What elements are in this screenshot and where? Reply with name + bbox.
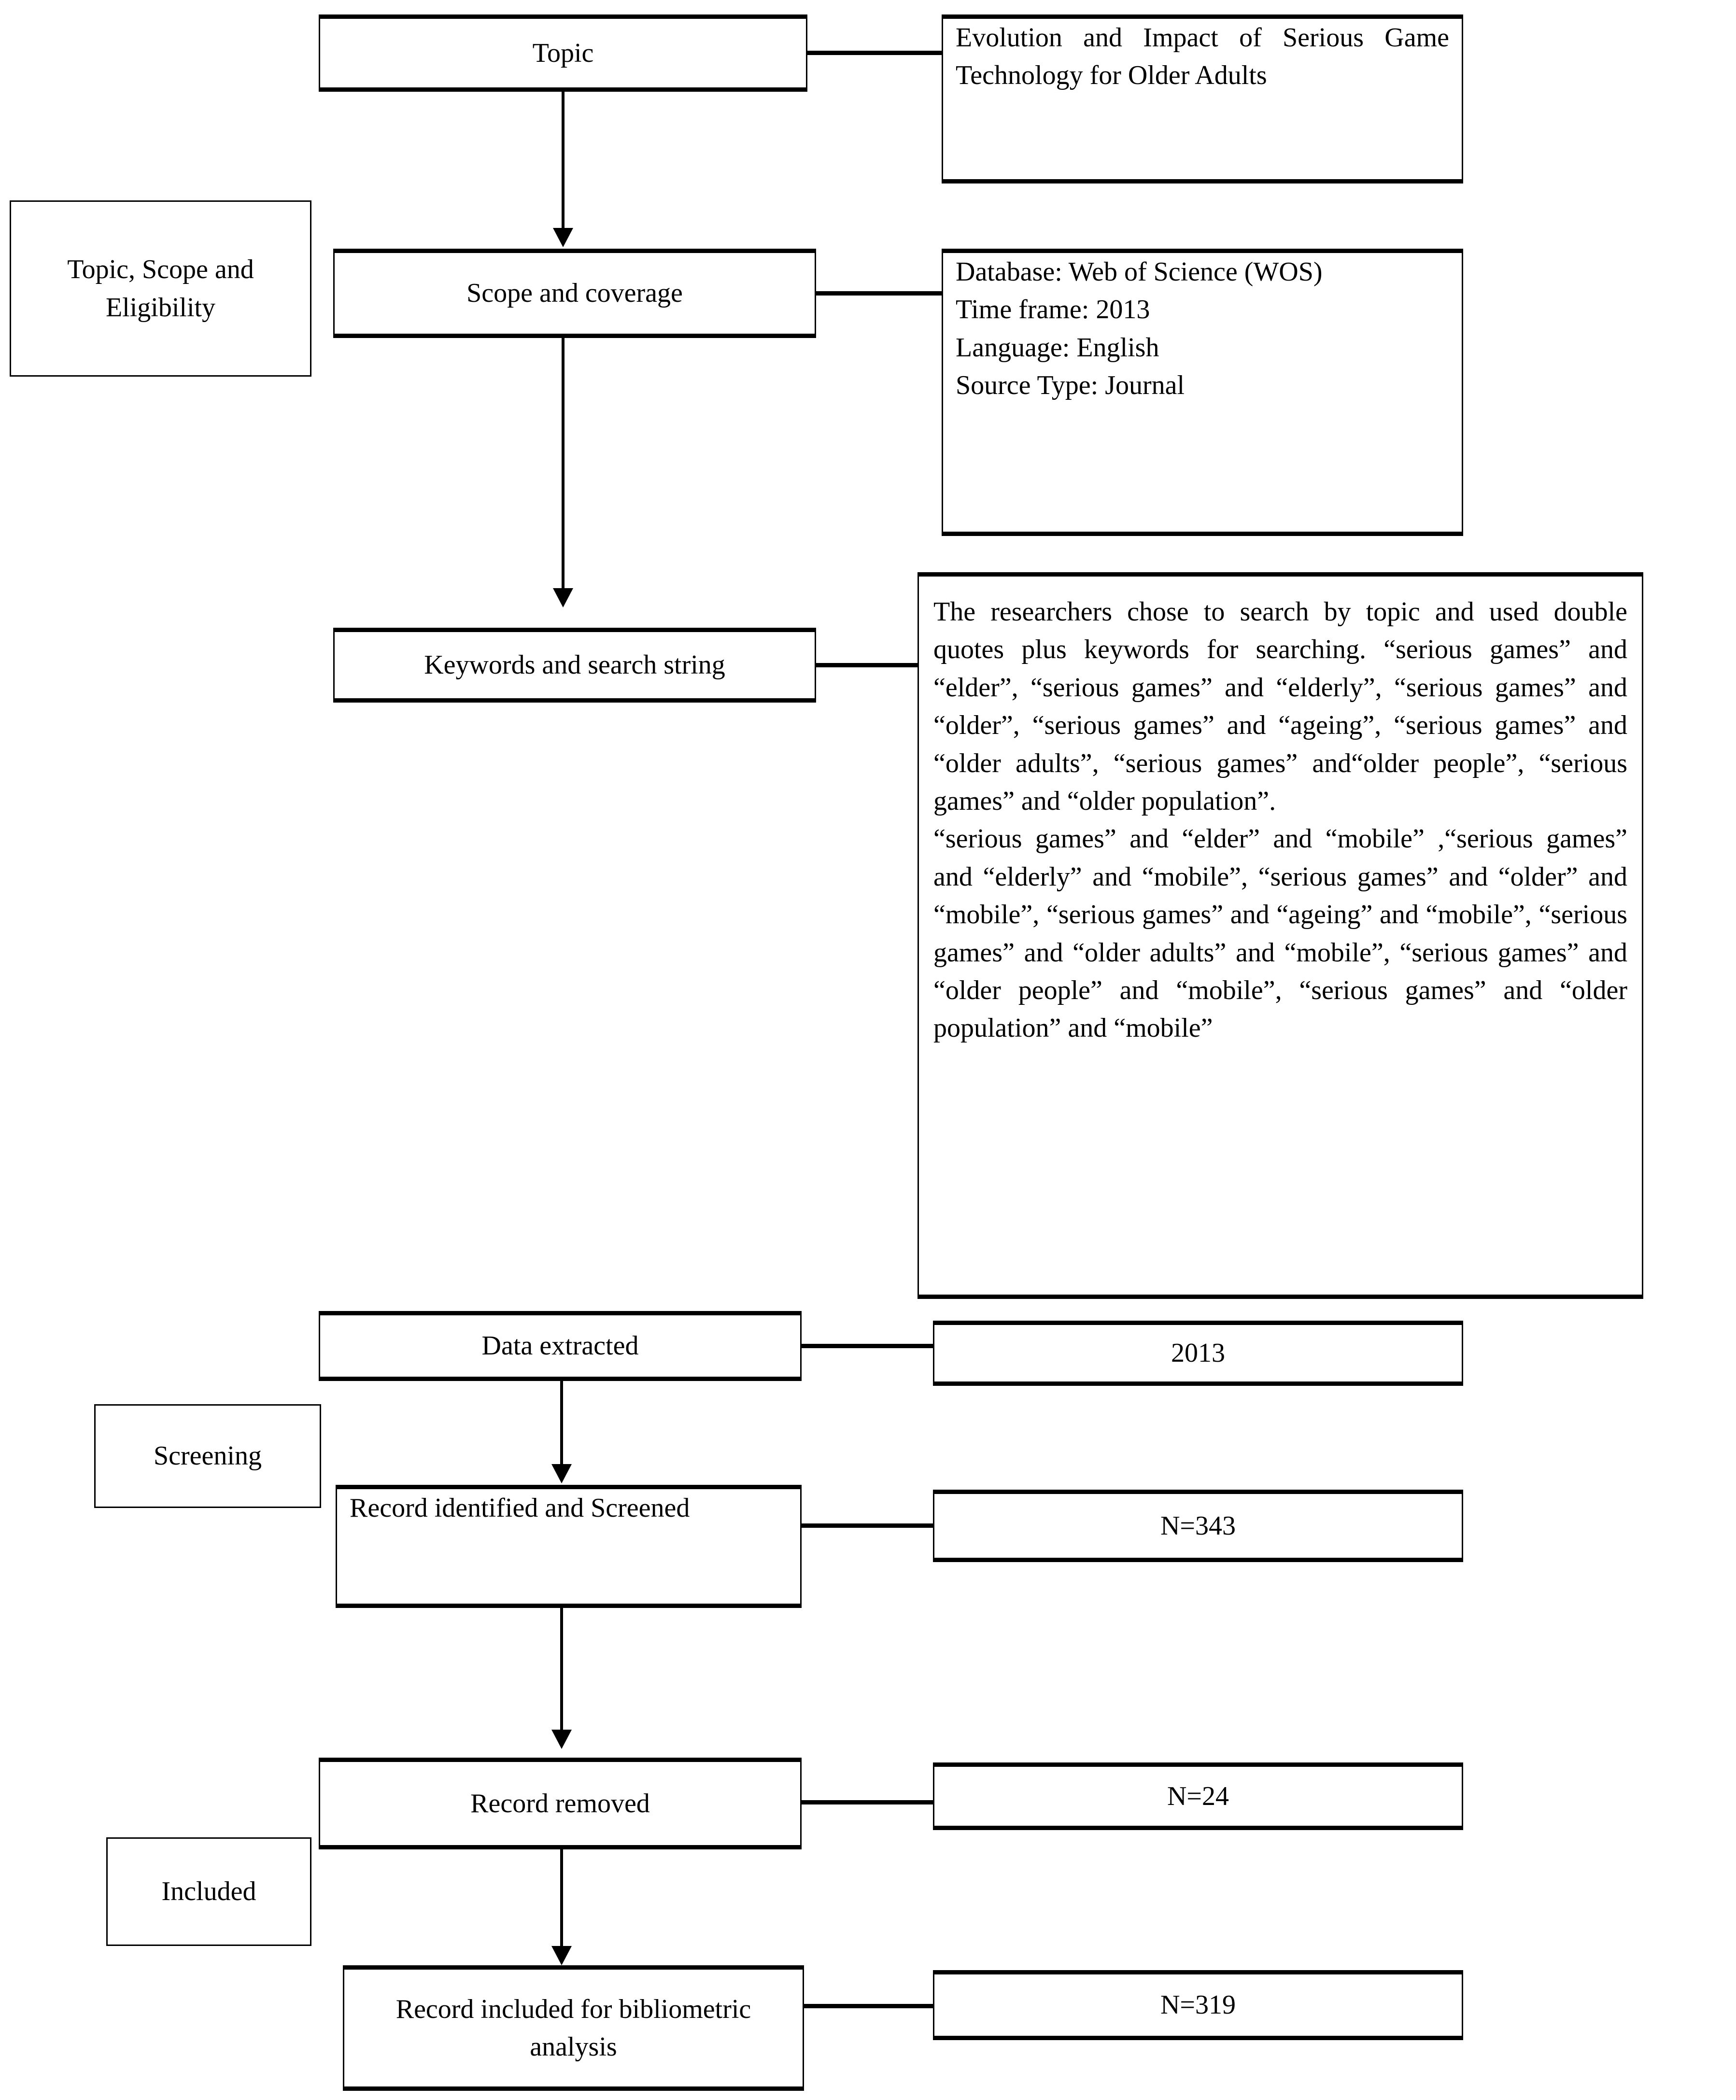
connector-topic-to-detail <box>807 51 942 55</box>
value-box-records-removed: N=24 <box>933 1762 1463 1830</box>
stage-label-topic-scope-eligibility: Topic, Scope and Eligibility <box>10 200 311 377</box>
connector-data-extracted-to-value <box>802 1344 933 1348</box>
arrow-screened-to-removed <box>551 1730 572 1749</box>
step-box-record-removed-label: Record removed <box>470 1788 650 1818</box>
step-box-scope-coverage[interactable]: Scope and coverage <box>333 249 816 338</box>
step-box-record-included-label: Record included for bibliometric analysi… <box>395 1994 751 2062</box>
connector-topic-to-scope <box>562 92 565 229</box>
stage-label-screening: Screening <box>94 1404 321 1508</box>
connector-removed-to-value <box>802 1800 933 1804</box>
detail-box-scope-lines: Database: Web of Science (WOS) Time fram… <box>943 253 1462 405</box>
detail-box-topic: Evolution and Impact of Serious Game Tec… <box>942 14 1463 183</box>
connector-data-to-screened <box>560 1381 563 1466</box>
detail-box-keywords: The researchers chose to search by topic… <box>917 572 1643 1299</box>
arrow-removed-to-included <box>551 1946 572 1965</box>
connector-keywords-to-detail <box>816 663 920 667</box>
stage-label-included: Included <box>106 1837 311 1946</box>
value-box-records-removed-text: N=24 <box>1167 1781 1229 1811</box>
stage-label-topic-scope-eligibility-text: Topic, Scope and Eligibility <box>67 254 254 323</box>
connector-included-to-value <box>804 2004 933 2008</box>
arrow-topic-to-scope <box>553 228 573 247</box>
step-box-record-screened[interactable]: Record identified and Screened <box>336 1485 802 1608</box>
step-box-data-extracted[interactable]: Data extracted <box>319 1311 802 1381</box>
value-box-data-extracted-text: 2013 <box>1171 1338 1225 1368</box>
detail-scope-timeframe: Time frame: 2013 <box>956 295 1150 325</box>
step-box-record-included[interactable]: Record included for bibliometric analysi… <box>343 1965 804 2091</box>
connector-screened-to-removed <box>560 1608 563 1731</box>
connector-screened-to-value <box>802 1523 933 1528</box>
value-box-records-screened-text: N=343 <box>1160 1510 1236 1541</box>
step-box-record-screened-label: Record identified and Screened <box>350 1493 690 1523</box>
step-box-data-extracted-label: Data extracted <box>481 1331 639 1361</box>
step-box-scope-coverage-label: Scope and coverage <box>466 278 683 309</box>
arrow-scope-to-keywords <box>553 588 573 607</box>
step-box-topic[interactable]: Topic <box>319 14 807 92</box>
value-box-records-included-text: N=319 <box>1160 1990 1236 2020</box>
stage-label-screening-text: Screening <box>154 1441 262 1471</box>
detail-box-keywords-text: The researchers chose to search by topic… <box>919 577 1642 1047</box>
value-box-data-extracted: 2013 <box>933 1321 1463 1386</box>
detail-scope-language: Language: English <box>956 332 1159 363</box>
detail-box-topic-text: Evolution and Impact of Serious Game Tec… <box>956 23 1449 91</box>
detail-keywords-paragraph-1: The researchers chose to search by topic… <box>933 597 1627 816</box>
connector-scope-to-detail <box>816 291 942 296</box>
connector-scope-to-keywords <box>562 338 565 589</box>
step-box-topic-label: Topic <box>532 38 594 68</box>
stage-label-included-text: Included <box>161 1876 256 1907</box>
detail-box-scope: Database: Web of Science (WOS) Time fram… <box>942 249 1463 536</box>
connector-removed-to-included <box>560 1849 563 1948</box>
step-box-keywords[interactable]: Keywords and search string <box>333 628 816 703</box>
detail-scope-sourcetype: Source Type: Journal <box>956 370 1185 401</box>
value-box-records-included: N=319 <box>933 1970 1463 2040</box>
arrow-data-to-screened <box>551 1464 572 1483</box>
detail-scope-database: Database: Web of Science (WOS) <box>956 257 1323 287</box>
detail-keywords-paragraph-2: “serious games” and “elder” and “mobile”… <box>933 824 1627 1043</box>
step-box-keywords-label: Keywords and search string <box>424 650 725 680</box>
step-box-record-removed[interactable]: Record removed <box>319 1758 802 1849</box>
value-box-records-screened: N=343 <box>933 1490 1463 1562</box>
